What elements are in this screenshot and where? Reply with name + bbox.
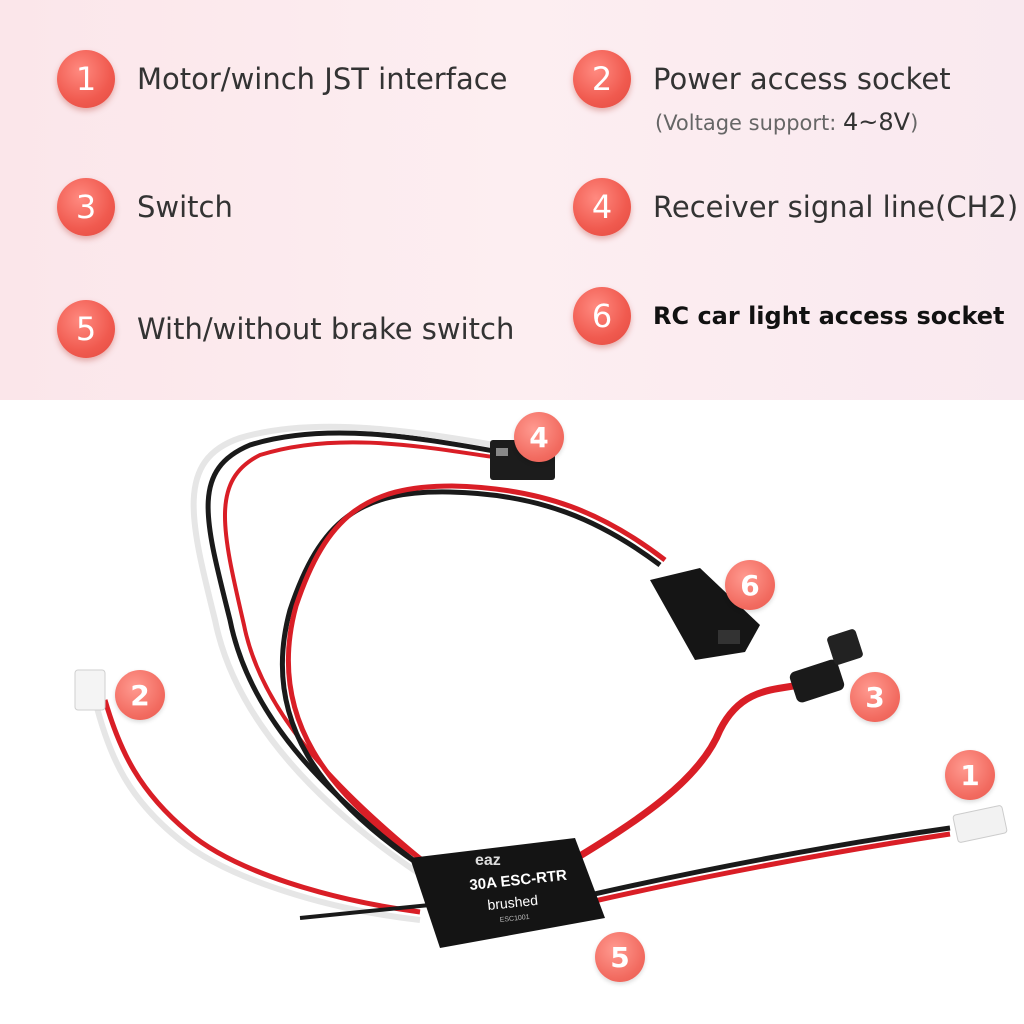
voltage-suffix: ): [910, 111, 919, 135]
legend-label-4: Receiver signal line(CH2): [653, 190, 1019, 224]
power-wire: [92, 699, 421, 923]
power-plug: [74, 669, 106, 711]
jst-motor-plug: [952, 805, 1008, 843]
legend-item-4: 4 Receiver signal line(CH2): [573, 178, 1018, 236]
legend-label-5: With/without brake switch: [137, 312, 515, 346]
voltage-note: (Voltage support: 4~8V): [655, 108, 918, 136]
voltage-value: 4~8V: [843, 108, 911, 136]
motor-wire: [589, 825, 951, 905]
legend-item-2: 2 Power access socket: [573, 50, 951, 108]
legend-item-5: 5 With/without brake switch: [57, 300, 514, 358]
legend-badge-1: 1: [57, 50, 115, 108]
legend-item-1: 1 Motor/winch JST interface: [57, 50, 508, 108]
legend-label-1: Motor/winch JST interface: [137, 62, 508, 96]
signal-wire-bundle: [190, 423, 503, 887]
legend-label-6: RC car light access socket: [653, 302, 1005, 330]
legend-label-3: Switch: [137, 190, 233, 224]
legend-badge-6: 6: [573, 287, 631, 345]
esc-code: ESC1001: [499, 914, 530, 924]
esc-body: eaz 30A ESC-RTR brushed ESC1001: [410, 838, 605, 948]
esc-product-photo: eaz 30A ESC-RTR brushed ESC1001: [74, 423, 1008, 948]
legend-badge-5: 5: [57, 300, 115, 358]
esc-type: brushed: [487, 892, 539, 913]
switch-connector: [789, 629, 863, 703]
switch-wire: [563, 681, 801, 869]
voltage-prefix: (Voltage support:: [655, 111, 844, 135]
callout-3: 3: [850, 672, 900, 722]
light-wire: [279, 483, 667, 875]
callout-6: 6: [725, 560, 775, 610]
esc-brand: eaz: [475, 852, 501, 869]
legend-label-2: Power access socket: [653, 62, 951, 96]
callout-4: 4: [514, 412, 564, 462]
legend-item-6: 6 RC car light access socket: [573, 287, 1005, 345]
callout-1: 1: [945, 750, 995, 800]
legend-badge-3: 3: [57, 178, 115, 236]
bottom-wires: [299, 903, 431, 920]
callout-2: 2: [115, 670, 165, 720]
legend-badge-4: 4: [573, 178, 631, 236]
legend-item-3: 3 Switch: [57, 178, 233, 236]
legend-panel: 1 Motor/winch JST interface 3 Switch 5 W…: [0, 0, 1024, 400]
callout-5: 5: [595, 932, 645, 982]
light-socket: [650, 568, 760, 660]
legend-badge-2: 2: [573, 50, 631, 108]
